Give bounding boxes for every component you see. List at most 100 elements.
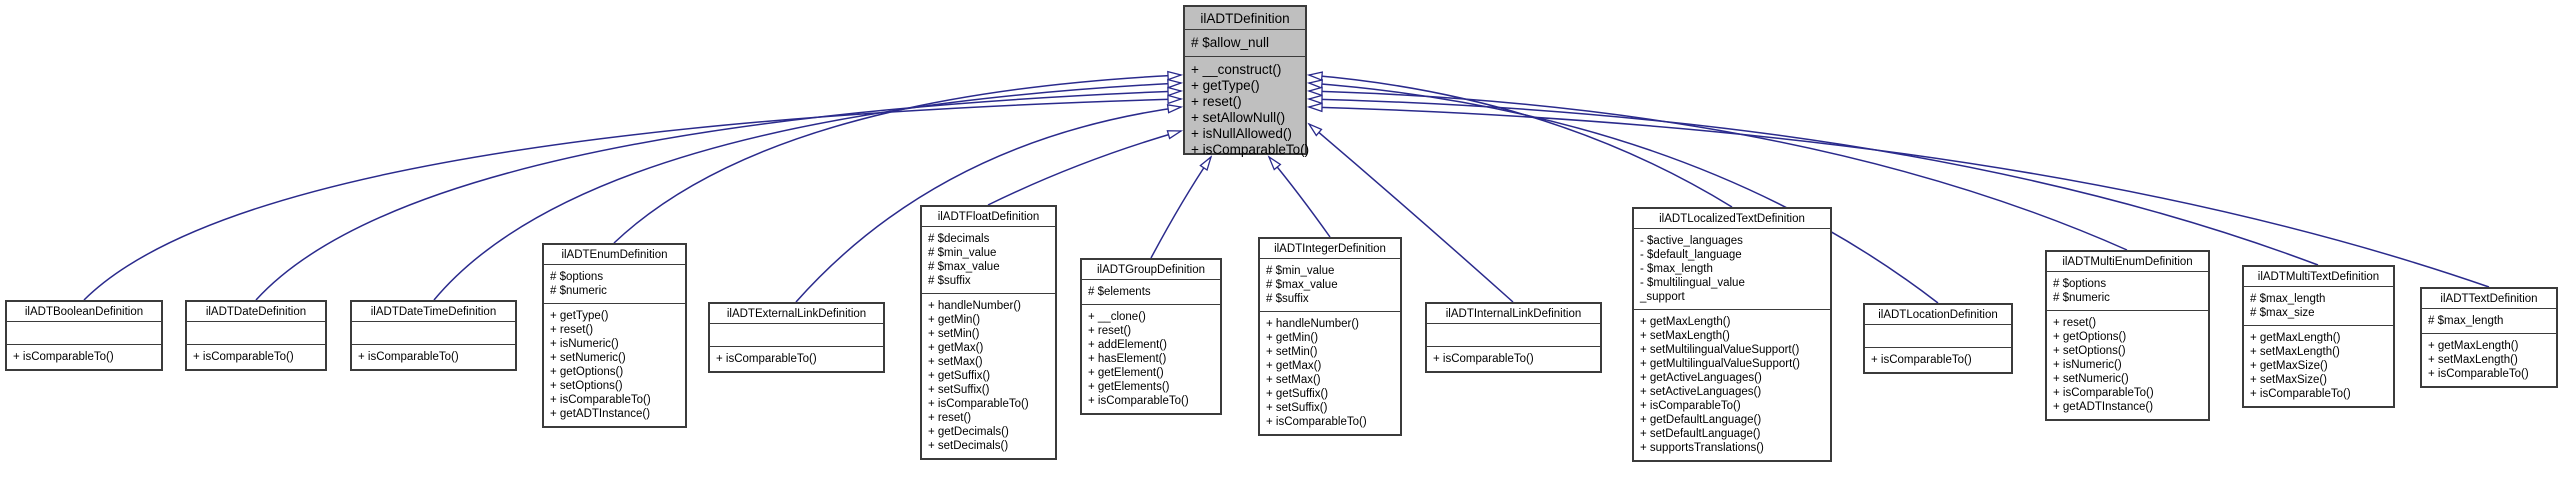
class-attributes: # $min_value # $max_value # $suffix [1260,259,1400,312]
class-methods: + getMaxLength()+ setMaxLength()+ isComp… [2422,334,2556,386]
class-methods: + isComparableTo() [352,345,515,369]
class-box-iladtintegerdefinition[interactable]: ilADTIntegerDefinition # $min_value # $ma… [1258,237,1402,436]
member-line: # $allow_null [1191,35,1270,50]
member-line: + isComparableTo() [716,353,817,365]
member-line: + getMaxLength() [1640,316,1731,328]
member-line: # $min_value [1266,265,1335,277]
member-line: + reset() [2053,317,2097,329]
class-name: ilADTMultiTextDefinition [2244,267,2393,287]
class-methods: + isComparableTo() [187,345,325,369]
class-box-iladtdefinition[interactable]: ilADTDefinition # $allow_null + __constr… [1183,5,1309,157]
member-line: + setDecimals() [928,440,1009,452]
inheritance-arrow-internallink [1309,124,1514,303]
member-line: # $numeric [550,285,607,297]
member-line: + reset() [928,412,972,424]
class-box-iladtmultienumdefinition[interactable]: ilADTMultiEnumDefinition # $options# $nu… [2045,250,2210,421]
class-attributes: # $options# $numeric [2047,272,2208,311]
class-box-iladttextdefinition[interactable]: ilADTTextDefinition # $max_length + getM… [2420,287,2558,388]
class-box-iladtfloatdefinition[interactable]: ilADTFloatDefinition # $decimals# $min_v… [920,205,1057,460]
class-name: ilADTLocalizedTextDefinition [1634,209,1830,229]
class-attributes: - $active_languages- $default_language- … [1634,229,1830,310]
class-box-iladtlocalizedtextdefinition[interactable]: ilADTLocalizedTextDefinition - $active_l… [1632,207,1832,462]
inheritance-arrow-externallink [795,107,1181,303]
member-line: # $max_size [2250,307,2315,319]
member-line: + setMaxLength() [1640,330,1730,342]
class-name: ilADTDefinition [1185,7,1305,30]
class-box-iladtbooleandefinition[interactable]: ilADTBooleanDefinition + isComparableTo(… [5,300,163,371]
class-name: ilADTMultiEnumDefinition [2047,252,2208,272]
inheritance-arrow-datetime [433,83,1181,301]
class-attributes [7,322,161,345]
class-methods: + reset()+ getOptions()+ setOptions()+ i… [2047,311,2208,419]
class-methods: + getType()+ reset()+ isNumeric()+ setNu… [544,304,685,426]
class-attributes [352,322,515,345]
member-line: + setMin() [928,328,980,340]
member-line: + getMaxLength() [2250,332,2341,344]
member-line: + isComparableTo() [928,398,1029,410]
class-name: ilADTTextDefinition [2422,289,2556,309]
member-line: + reset() [1191,94,1242,109]
member-line: + setMax() [1266,374,1321,386]
member-line: + getDecimals() [928,426,1009,438]
member-line: # $max_value [1266,279,1338,291]
class-box-iladtgroupdefinition[interactable]: ilADTGroupDefinition # $elements + __clo… [1080,258,1222,415]
class-attributes: # $allow_null [1185,30,1305,57]
member-line: + getMaxSize() [2250,360,2328,372]
class-attributes: # $elements [1082,280,1220,305]
member-line: + getADTInstance() [2053,401,2154,413]
inheritance-arrow-integer [1269,157,1331,238]
member-line: + setDefaultLanguage() [1640,428,1761,440]
member-line: + setAllowNull() [1191,110,1286,125]
class-box-iladtinternallinkdefinition[interactable]: ilADTInternalLinkDefinition + isComparab… [1425,302,1602,373]
member-line: + isComparableTo() [1433,353,1534,365]
member-line: + isComparableTo() [13,351,114,363]
member-line: + getOptions() [2053,331,2127,343]
member-line: + isComparableTo() [1266,416,1367,428]
class-box-iladtdatetimedefinition[interactable]: ilADTDateTimeDefinition + isComparableTo… [350,300,517,371]
class-box-iladtlocationdefinition[interactable]: ilADTLocationDefinition + isComparableTo… [1863,303,2013,374]
member-line: # $options [550,271,604,283]
member-line: + getType() [550,310,609,322]
member-line: - $active_languages [1640,235,1743,247]
member-line: + setOptions() [550,380,623,392]
inheritance-arrow-enum [613,75,1181,244]
member-line: + isComparableTo() [193,351,294,363]
class-box-iladtmultitextdefinition[interactable]: ilADTMultiTextDefinition # $max_length# … [2242,265,2395,408]
inheritance-arrow-location [1309,83,1939,304]
class-methods: + getMaxLength()+ setMaxLength()+ setMul… [1634,310,1830,460]
member-line: + getMin() [928,314,981,326]
class-name: ilADTBooleanDefinition [7,302,161,322]
member-line: - $multilingual_value [1640,277,1745,289]
class-attributes [710,324,883,347]
class-methods: + getMaxLength() + setMaxLength() + getMax… [2244,326,2393,406]
member-line: + isNumeric() [2053,359,2122,371]
member-line: # $decimals [928,233,990,245]
class-name: ilADTExternalLinkDefinition [710,304,883,324]
member-line: + isComparableTo() [1088,395,1189,407]
member-line: + getType() [1191,78,1260,93]
member-line: # $suffix [1266,293,1309,305]
member-line: + isComparableTo() [2250,388,2351,400]
class-box-iladtenumdefinition[interactable]: ilADTEnumDefinition # $options# $numeric… [542,243,687,428]
member-line: + getActiveLanguages() [1640,372,1762,384]
class-attributes: # $max_length [2422,309,2556,334]
member-line: + supportsTranslations() [1640,442,1764,454]
member-line: + getADTInstance() [550,408,651,420]
class-box-iladtdatedefinition[interactable]: ilADTDateDefinition + isComparableTo() [185,300,327,371]
member-line: + setMaxSize() [2250,374,2328,386]
class-name: ilADTIntegerDefinition [1260,239,1400,259]
member-line: + getMaxLength() [2428,340,2519,352]
member-line: + isComparableTo() [2428,368,2529,380]
member-line: + getSuffix() [928,370,991,382]
class-name: ilADTInternalLinkDefinition [1427,304,1600,324]
member-line: # $max_value [928,261,1000,273]
inheritance-arrow-text [1309,107,2490,288]
class-methods: + isComparableTo() [1427,347,1600,371]
class-methods: + isComparableTo() [710,347,883,371]
member-line: + setNumeric() [550,352,626,364]
class-box-iladtexternallinkdefinition[interactable]: ilADTExternalLinkDefinition + isComparab… [708,302,885,373]
member-line: + getMax() [928,342,984,354]
member-line: + isComparableTo() [550,394,651,406]
member-line: + setMaxLength() [2250,346,2340,358]
class-name: ilADTGroupDefinition [1082,260,1220,280]
